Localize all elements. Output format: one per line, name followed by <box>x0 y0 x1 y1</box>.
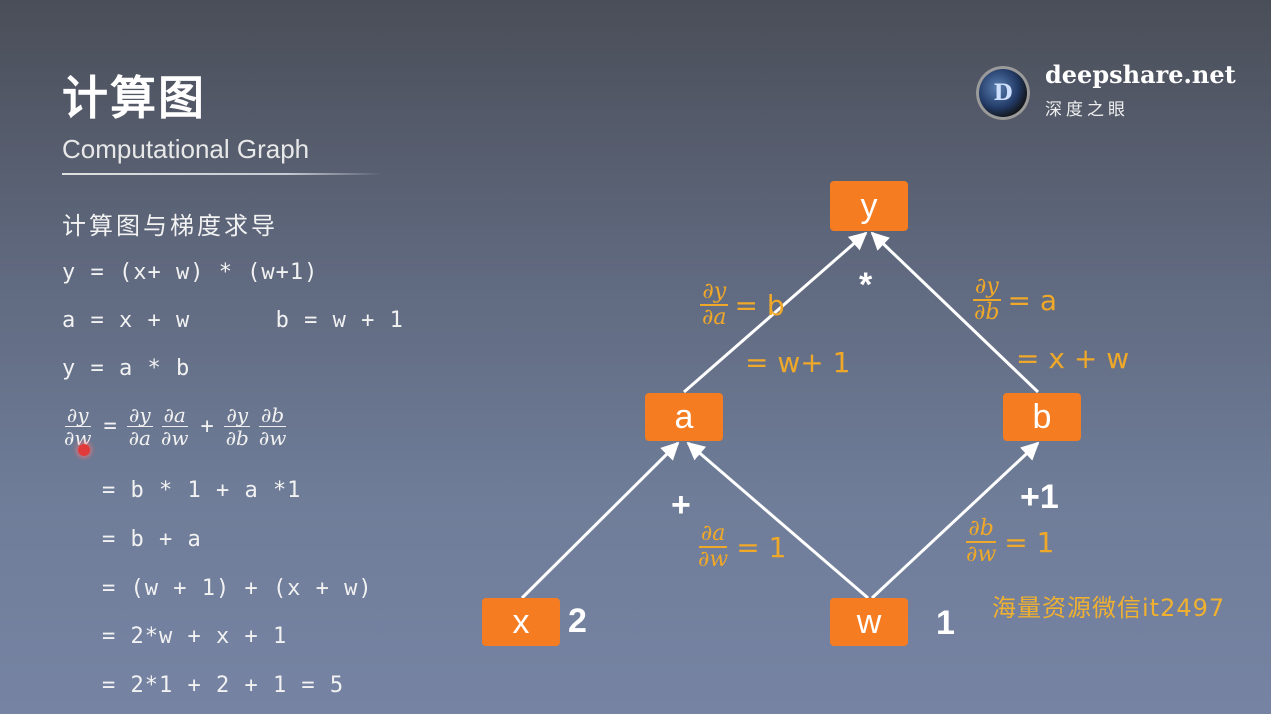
dy-db-fraction: ∂y ∂b <box>224 404 251 449</box>
fraction-numerator: ∂y <box>127 403 153 427</box>
grad-dy-da-expanded: = w+ 1 <box>745 346 851 379</box>
brand-subtitle: 深度之眼 <box>1045 100 1129 120</box>
grad-dy-db-expanded: = x + w <box>1016 342 1130 375</box>
derivation-step-4: = 2*w + x + 1 <box>102 624 288 649</box>
fraction-denominator: ∂b <box>225 426 249 450</box>
fraction-numerator: ∂a <box>161 403 188 427</box>
dy-db-fraction: ∂y ∂b <box>972 274 1001 326</box>
fraction-denominator: ∂w <box>258 426 287 450</box>
fraction-denominator: ∂w <box>698 547 729 573</box>
op-plus-one: +1 <box>1020 478 1059 516</box>
grad-dy-db-value: = a <box>1007 283 1057 317</box>
value-x: 2 <box>568 602 587 640</box>
fraction-denominator: ∂a <box>702 305 727 331</box>
op-add: + <box>671 486 691 524</box>
deepshare-logo-icon <box>976 66 1030 120</box>
title-underline <box>62 173 382 175</box>
grad-dy-da: ∂y ∂a = b <box>700 279 785 331</box>
edge-b-to-y <box>870 231 1040 394</box>
node-x: x <box>482 598 560 646</box>
fraction-numerator: ∂a <box>698 521 728 549</box>
fraction-numerator: ∂y <box>972 274 1001 302</box>
grad-da-dw-value: = 1 <box>736 530 787 564</box>
edge-w-to-a <box>686 441 869 600</box>
fraction-numerator: ∂y <box>700 279 729 307</box>
plus-sign: + <box>200 414 214 439</box>
da-dw-fraction: ∂a ∂w <box>159 404 190 449</box>
fraction-denominator: ∂a <box>128 426 151 450</box>
node-w: w <box>830 598 908 646</box>
fraction-numerator: ∂b <box>259 403 287 427</box>
fraction-denominator: ∂w <box>966 542 997 568</box>
section-heading: 计算图与梯度求导 <box>62 212 278 240</box>
fraction-denominator: ∂w <box>160 426 189 450</box>
slide-title: 计算图 <box>62 71 206 125</box>
derivation-step-2: = b + a <box>102 527 202 552</box>
db-dw-fraction: ∂b ∂w <box>964 516 998 568</box>
edge-x-to-a <box>520 441 680 600</box>
watermark-text: 海量资源微信it2497 <box>992 594 1226 622</box>
pointer-cursor-icon <box>78 444 90 456</box>
edge-a-to-y <box>683 231 868 394</box>
derivation-step-1: = b * 1 + a *1 <box>102 478 302 503</box>
fraction-numerator: ∂y <box>224 403 251 427</box>
da-dw-fraction: ∂a ∂w <box>696 521 730 573</box>
value-w: 1 <box>936 604 955 642</box>
derivation-step-5: = 2*1 + 2 + 1 = 5 <box>102 673 345 698</box>
node-a: a <box>645 393 723 441</box>
edge-w-to-b <box>870 441 1040 600</box>
grad-db-dw: ∂b ∂w = 1 <box>964 516 1055 568</box>
dy-da-fraction: ∂y ∂a <box>127 404 153 449</box>
dy-dw-fraction: ∂y ∂w <box>62 404 93 449</box>
db-dw-fraction: ∂b ∂w <box>257 404 288 449</box>
equals-sign: = <box>103 414 117 439</box>
grad-dy-da-value: = b <box>734 288 785 322</box>
node-b: b <box>1003 393 1081 441</box>
equation-a-b: a = x + w b = w + 1 <box>62 308 404 333</box>
fraction-denominator: ∂b <box>974 300 1000 326</box>
node-y: y <box>830 181 908 231</box>
op-multiply: * <box>859 266 873 304</box>
grad-dy-db: ∂y ∂b = a <box>972 274 1057 326</box>
grad-da-dw: ∂a ∂w = 1 <box>696 521 787 573</box>
chain-rule-derivative: ∂y ∂w = ∂y ∂a ∂a ∂w + ∂y ∂b ∂b ∂w <box>62 404 288 449</box>
brand-name: deepshare.net <box>1045 60 1236 89</box>
fraction-denominator: ∂w <box>64 426 92 450</box>
grad-db-dw-value: = 1 <box>1004 525 1055 559</box>
fraction-numerator: ∂y <box>64 403 91 427</box>
slide-subtitle: Computational Graph <box>62 134 310 164</box>
dy-da-fraction: ∂y ∂a <box>700 279 729 331</box>
equation-y: y = (x+ w) * (w+1) <box>62 260 319 285</box>
logo-letter: D <box>993 80 1013 106</box>
equation-y-ab: y = a * b <box>62 356 191 381</box>
derivation-step-3: = (w + 1) + (x + w) <box>102 576 373 601</box>
fraction-numerator: ∂b <box>966 516 996 544</box>
